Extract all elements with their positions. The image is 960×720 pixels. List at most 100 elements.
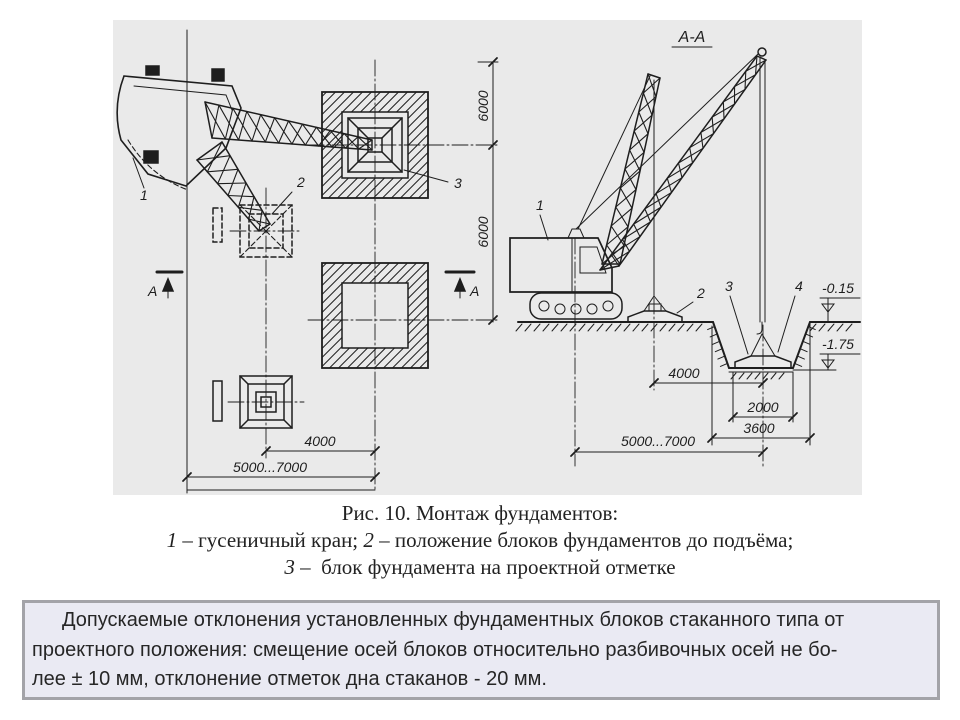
dimension-tick bbox=[488, 140, 498, 150]
crane-boom-second-position-brace bbox=[619, 187, 633, 209]
dimension-tick bbox=[707, 433, 717, 443]
block-before-lift-socket-top bbox=[648, 303, 662, 312]
ground-hatch bbox=[818, 323, 826, 332]
foundation-hatch bbox=[321, 91, 345, 115]
section-dimension-4000: 4000 bbox=[668, 365, 699, 381]
foundation-hatch bbox=[405, 91, 426, 113]
crane-boom-brace bbox=[301, 123, 320, 147]
note-line: проектного положения: смещение осей блок… bbox=[32, 638, 838, 661]
foundation-hatch bbox=[321, 262, 336, 277]
foundation-hatch bbox=[351, 91, 372, 113]
foundation-hatch bbox=[329, 347, 350, 369]
dimension-tick bbox=[182, 472, 192, 482]
crane-boom-brace bbox=[260, 114, 280, 144]
dimension-tick bbox=[488, 315, 498, 325]
stored-block-edge bbox=[239, 419, 249, 429]
crane-cab-window bbox=[579, 246, 607, 274]
plan-label-crane: 1 bbox=[140, 187, 148, 203]
pit-wall-hatch bbox=[717, 355, 726, 360]
crane-boom-second-position-head bbox=[258, 223, 271, 232]
elevation-marker bbox=[821, 303, 835, 313]
plan-label-block-before-lift: 2 bbox=[296, 174, 305, 190]
foundation-hatch bbox=[321, 310, 343, 331]
crane-boom-second-position-brace bbox=[606, 244, 621, 265]
section-label-block-installed: 3 bbox=[725, 278, 733, 294]
foundation-hatch bbox=[396, 262, 417, 284]
foundation-hatch bbox=[383, 347, 404, 369]
block-before-lift-edge bbox=[265, 230, 293, 258]
leader-line bbox=[132, 157, 145, 189]
ground-hatch bbox=[632, 323, 640, 332]
crane-boom-second-position-brace bbox=[624, 168, 637, 191]
elevation-bottom-label: -1.75 bbox=[822, 336, 854, 352]
ground-hatch bbox=[533, 323, 541, 332]
foundation-hatch bbox=[378, 91, 399, 113]
pit-wall-hatch bbox=[794, 362, 803, 367]
plan-dimension-4000: 4000 bbox=[304, 433, 335, 449]
ground-hatch bbox=[515, 323, 523, 332]
stored-block-step bbox=[247, 383, 285, 421]
crane-boom-brace bbox=[689, 147, 694, 164]
ground-hatch bbox=[623, 323, 631, 332]
foundation-hatch bbox=[419, 359, 429, 369]
leader-line bbox=[539, 214, 549, 241]
foundation-hatch bbox=[321, 91, 354, 124]
crane-boom-brace bbox=[291, 123, 303, 145]
crane-boom-second-position-brace bbox=[196, 155, 231, 161]
crane-boom-second-position-head bbox=[647, 73, 661, 79]
ground-hatch bbox=[827, 323, 835, 332]
foundation-hatch bbox=[342, 91, 363, 113]
foundation-hatch bbox=[407, 152, 429, 173]
installed-block-edge bbox=[347, 117, 369, 139]
crane-boom-brace bbox=[331, 133, 345, 148]
foundation-hatch bbox=[364, 177, 385, 199]
installed-block-step bbox=[357, 127, 393, 163]
crane-boom-brace bbox=[754, 55, 758, 76]
section-labels: А-А 1 2 3 4 -0.15 -1.75 4000 2000 3600 5… bbox=[536, 29, 854, 449]
ground-hatch bbox=[524, 323, 532, 332]
crane-hook bbox=[756, 321, 763, 335]
foundation-hatch bbox=[321, 301, 343, 322]
foundation-hatch bbox=[321, 319, 343, 340]
crane-boom-brace bbox=[711, 116, 715, 135]
foundation-hatch bbox=[360, 91, 381, 113]
crane-boom-brace bbox=[677, 162, 683, 179]
foundation-hatch bbox=[373, 177, 394, 199]
ground-hatch bbox=[587, 323, 595, 332]
block-before-lift-step bbox=[248, 213, 284, 249]
ground-hatch bbox=[677, 323, 685, 332]
section-dimension-3600: 3600 bbox=[743, 420, 774, 436]
pit-bottom-hatch bbox=[746, 372, 753, 380]
crawler-wheel bbox=[602, 300, 614, 312]
dimension-tick bbox=[370, 472, 380, 482]
foundation-hatch bbox=[392, 332, 429, 369]
leader-line bbox=[676, 301, 694, 314]
pit-wall-hatch bbox=[719, 362, 728, 367]
foundation-hatch bbox=[321, 91, 336, 106]
foundation-hatch bbox=[378, 262, 399, 284]
foundation-hatch bbox=[387, 262, 408, 284]
boom-tip-pulley bbox=[757, 47, 767, 57]
ground-hatch bbox=[659, 323, 667, 332]
crane-boom-second-position-brace bbox=[227, 168, 239, 197]
ground-hatch bbox=[596, 323, 604, 332]
foundation-hatch bbox=[407, 287, 429, 308]
ground-hatch bbox=[551, 323, 559, 332]
sling bbox=[761, 333, 776, 357]
caption-title: Рис. 10. Монтаж фундаментов: bbox=[341, 501, 619, 525]
elevation-top-label: -0.15 bbox=[822, 280, 854, 296]
foundation-hatch bbox=[321, 292, 343, 313]
pit-bottom-hatch bbox=[778, 372, 785, 380]
foundation-hatch bbox=[410, 350, 429, 369]
foundation-hatch bbox=[321, 139, 343, 160]
foundation-hatch bbox=[369, 91, 390, 113]
crane-boom-second-position-brace bbox=[629, 149, 641, 172]
dimension-tick bbox=[488, 57, 498, 67]
stored-block-edge bbox=[283, 419, 293, 429]
crane-house bbox=[509, 237, 613, 293]
foundation-hatch bbox=[365, 347, 386, 369]
pit-wall-hatch bbox=[707, 326, 716, 331]
pit-wall-hatch bbox=[714, 348, 723, 353]
ground-hatch bbox=[560, 323, 568, 332]
pit-wall-hatch bbox=[805, 333, 814, 338]
